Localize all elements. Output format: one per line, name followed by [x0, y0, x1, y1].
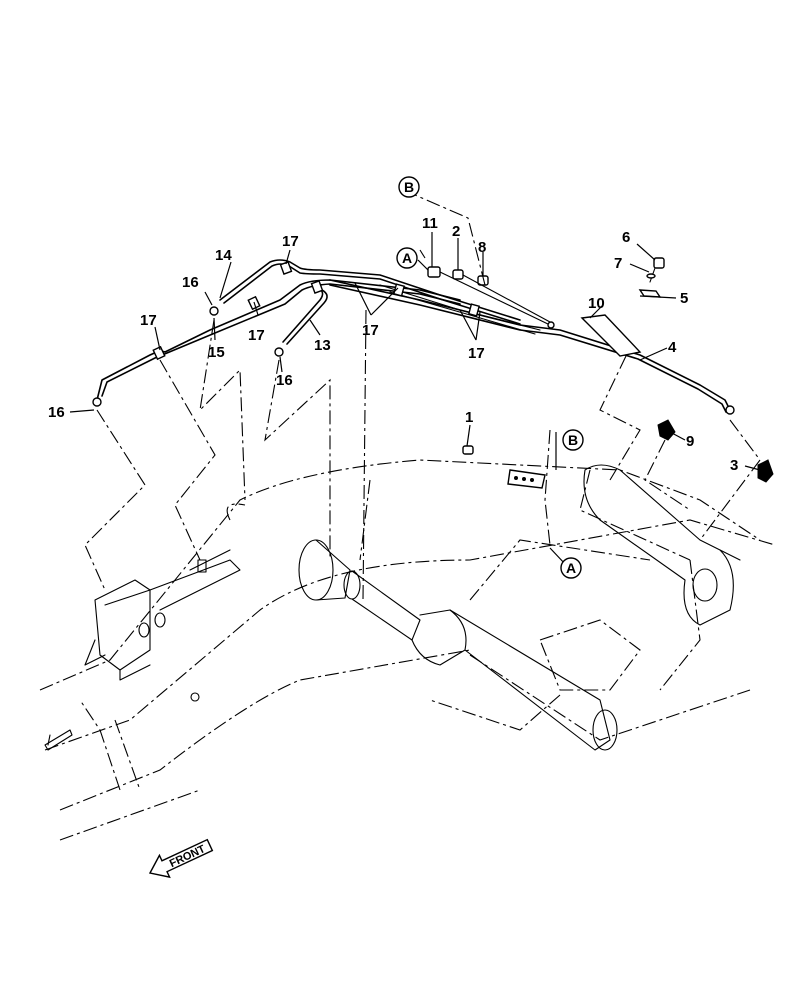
label-16-upper: 16 — [182, 274, 199, 291]
arrow-left-icon — [148, 838, 214, 879]
bolt-assembly — [638, 257, 665, 298]
label-leaders — [69, 232, 761, 566]
marker-b-top — [398, 176, 420, 198]
label-15: 15 — [208, 344, 225, 361]
label-5: 5 — [680, 290, 688, 307]
label-17-left: 17 — [140, 312, 157, 329]
label-2: 2 — [452, 223, 460, 240]
label-7: 7 — [614, 255, 622, 272]
label-17-mid: 17 — [248, 327, 265, 344]
assembly-leaders — [84, 194, 761, 601]
label-9: 9 — [686, 433, 694, 450]
front-label: FRONT — [168, 843, 208, 870]
marker-a-top — [396, 247, 418, 269]
label-6: 6 — [622, 229, 630, 246]
marker-b-mid — [562, 429, 584, 451]
boom-pivot-mount — [583, 464, 741, 626]
label-1: 1 — [465, 409, 473, 426]
couplers — [462, 419, 774, 489]
label-14: 14 — [215, 247, 232, 264]
marker-a-mid — [560, 557, 582, 579]
label-10: 10 — [588, 295, 605, 312]
label-13: 13 — [314, 337, 331, 354]
label-16-lower: 16 — [276, 372, 293, 389]
marker-a-mid-text: A — [566, 560, 576, 576]
label-4: 4 — [668, 339, 677, 356]
boom-foot-bracket — [44, 549, 241, 751]
marker-b-top-text: B — [404, 179, 414, 195]
fittings-top — [427, 266, 555, 329]
label-8: 8 — [478, 239, 486, 256]
reference-markers: B A B A — [396, 176, 584, 579]
marker-b-mid-text: B — [568, 432, 578, 448]
label-3: 3 — [730, 457, 738, 474]
marker-a-top-text: A — [402, 250, 412, 266]
front-direction-arrow: FRONT — [148, 838, 214, 879]
label-17-top: 17 — [282, 233, 299, 250]
label-17-center: 17 — [362, 322, 379, 339]
label-16-left: 16 — [48, 404, 65, 421]
hydraulic-pipes — [92, 259, 735, 415]
part-labels: 16 16 16 14 17 17 17 17 17 15 13 11 2 8 … — [48, 215, 738, 474]
bracket-10 — [580, 314, 642, 357]
label-11: 11 — [422, 215, 438, 232]
label-17-right: 17 — [468, 345, 485, 362]
boom-cylinder — [298, 539, 618, 751]
